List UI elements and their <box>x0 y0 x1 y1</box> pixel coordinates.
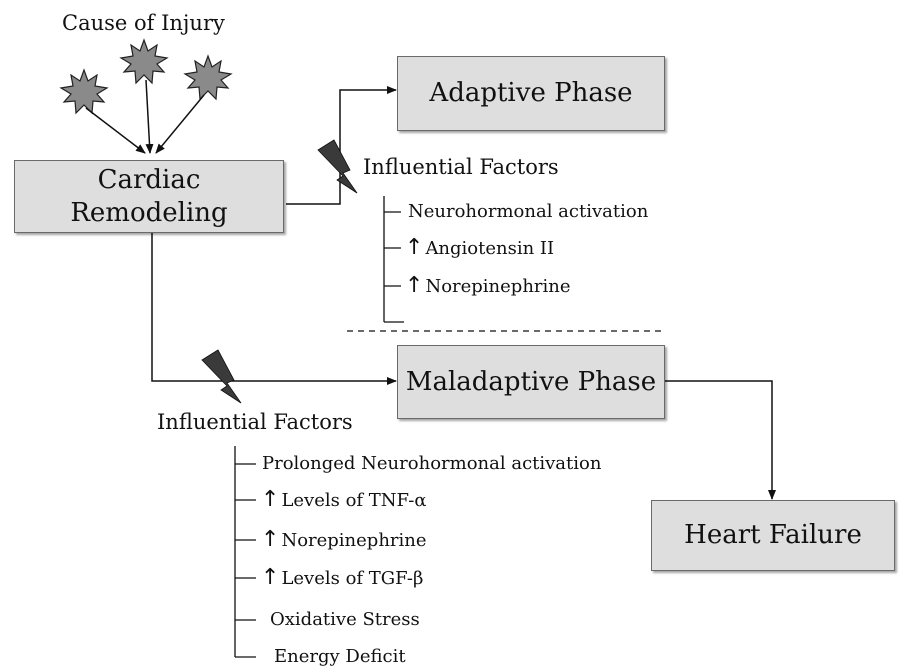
maladaptive-phase-label: Maladaptive Phase <box>405 366 657 397</box>
maladaptive-factor-item: ↑Levels of TGF-β <box>261 565 424 590</box>
cause-of-injury-label: Cause of Injury <box>62 11 225 35</box>
adaptive-factor-bracket <box>383 196 404 323</box>
maladaptive-factor-item: Prolonged Neurohormonal activation <box>262 453 602 474</box>
injury-arrow <box>85 107 146 154</box>
maladaptive-factor-item: Energy Deficit <box>274 646 406 667</box>
cardiac-remodeling-box: Cardiac Remodeling <box>14 160 284 233</box>
up-arrow-icon: ↑ <box>405 235 424 260</box>
up-arrow-icon: ↑ <box>405 273 424 298</box>
injury-starburst-icon <box>59 68 109 115</box>
injury-arrow <box>155 94 205 154</box>
maladaptive-factors-title: Influential Factors <box>157 410 353 434</box>
maladaptive-factor-item: ↑Norepinephrine <box>261 527 427 552</box>
up-arrow-icon: ↑ <box>261 527 280 552</box>
heart-failure-label: Heart Failure <box>684 520 862 550</box>
maladaptive-factor-item: Oxidative Stress <box>270 609 420 630</box>
injury-starburst-icon <box>183 54 233 101</box>
adaptive-factor-item: ↑Norepinephrine <box>405 273 571 298</box>
connector-to-adaptive <box>286 86 397 205</box>
adaptive-phase-box: Adaptive Phase <box>397 56 665 131</box>
lightning-bolt-icon <box>201 349 242 404</box>
heart-failure-box: Heart Failure <box>651 500 895 571</box>
cardiac-remodeling-line2: Remodeling <box>70 197 228 228</box>
lightning-bolt-icon <box>317 139 358 194</box>
up-arrow-icon: ↑ <box>261 565 280 590</box>
maladaptive-phase-box: Maladaptive Phase <box>397 345 665 419</box>
up-arrow-icon: ↑ <box>261 487 280 512</box>
injury-starburst-icon <box>119 38 169 85</box>
connector-to-maladaptive <box>151 232 397 385</box>
cardiac-remodeling-line1: Cardiac <box>97 164 201 195</box>
maladaptive-factor-item: ↑Levels of TNF-α <box>261 487 427 512</box>
adaptive-factor-item: Neurohormonal activation <box>408 201 649 222</box>
adaptive-factors-title: Influential Factors <box>363 155 559 179</box>
injury-arrow <box>145 79 154 154</box>
maladaptive-factor-bracket <box>234 446 256 658</box>
adaptive-phase-label: Adaptive Phase <box>429 78 633 108</box>
adaptive-factor-item: ↑Angiotensin II <box>405 235 555 260</box>
connector-to-heart-failure <box>665 380 776 500</box>
